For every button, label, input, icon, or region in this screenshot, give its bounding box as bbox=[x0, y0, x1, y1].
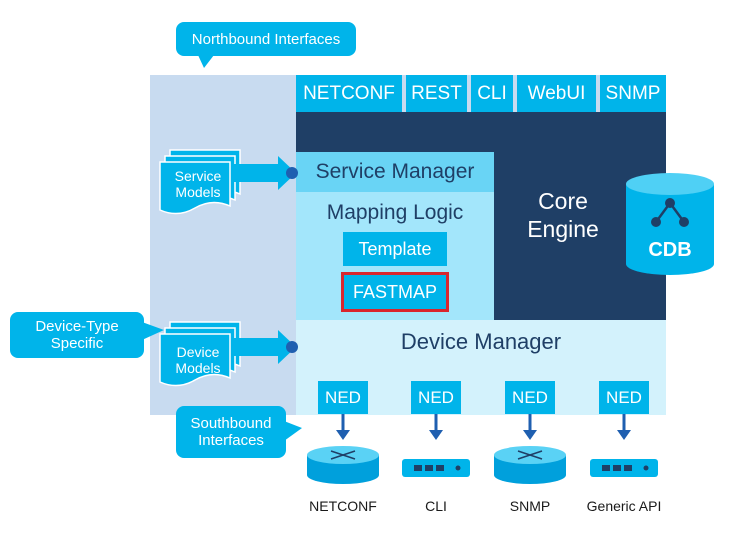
southbound-interfaces-callout: Southbound Interfaces bbox=[176, 406, 286, 458]
northbound-snmp: SNMP bbox=[600, 75, 666, 112]
cli-switch-icon bbox=[402, 459, 470, 477]
device-models-arrow bbox=[232, 330, 298, 364]
southbound-generic-api-label: Generic API bbox=[574, 496, 674, 516]
southbound-line2: Interfaces bbox=[198, 432, 264, 449]
southbound-cli-text: CLI bbox=[425, 498, 447, 514]
device-manager-label: Device Manager bbox=[296, 324, 666, 360]
fastmap-box: FASTMAP bbox=[341, 272, 449, 312]
northbound-callout-text: Northbound Interfaces bbox=[191, 30, 341, 48]
template-label: Template bbox=[358, 238, 432, 259]
ned-snmp-label: NED bbox=[512, 387, 548, 407]
ned-generic-api-label: NED bbox=[606, 387, 642, 407]
northbound-netconf: NETCONF bbox=[296, 75, 402, 112]
northbound-cli-label: CLI bbox=[477, 82, 507, 104]
northbound-snmp-label: SNMP bbox=[605, 82, 661, 104]
device-type-line1: Device-Type bbox=[35, 318, 119, 335]
ned-netconf: NED bbox=[318, 381, 368, 414]
generic-api-switch-icon bbox=[590, 459, 658, 477]
snmp-router-icon bbox=[494, 446, 566, 484]
southbound-netconf-text: NETCONF bbox=[309, 498, 377, 514]
service-models-arrow bbox=[232, 156, 298, 190]
southbound-generic-api-text: Generic API bbox=[586, 498, 662, 514]
ned-generic-api: NED bbox=[599, 381, 649, 414]
northbound-rest-label: REST bbox=[411, 82, 462, 104]
northbound-cli: CLI bbox=[471, 75, 513, 112]
northbound-netconf-label: NETCONF bbox=[303, 82, 395, 104]
service-models-label: Service Models bbox=[165, 163, 231, 205]
southbound-netconf-label: NETCONF bbox=[293, 496, 393, 516]
ned-down-arrows bbox=[336, 414, 631, 440]
southbound-snmp-text: SNMP bbox=[509, 498, 551, 514]
fastmap-label: FASTMAP bbox=[352, 281, 437, 302]
device-type-line2: Specific bbox=[50, 335, 104, 352]
mapping-logic-label: Mapping Logic bbox=[296, 198, 494, 228]
northbound-interfaces-callout: Northbound Interfaces bbox=[176, 22, 356, 56]
northbound-rest: REST bbox=[406, 75, 467, 112]
core-engine-line1: Core bbox=[538, 188, 588, 214]
northbound-callout-pointer bbox=[198, 55, 214, 68]
netconf-router-icon bbox=[307, 446, 379, 484]
cdb-text: CDB bbox=[648, 238, 692, 261]
northbound-webui: WebUI bbox=[517, 75, 596, 112]
device-type-specific-callout: Device-Type Specific bbox=[10, 312, 144, 358]
southbound-line1: Southbound bbox=[190, 415, 272, 432]
southbound-snmp-label: SNMP bbox=[490, 496, 570, 516]
template-box: Template bbox=[343, 232, 447, 266]
southbound-cli-label: CLI bbox=[396, 496, 476, 516]
core-engine-label: Core Engine bbox=[498, 180, 628, 250]
device-type-callout-pointer bbox=[142, 322, 164, 340]
northbound-webui-label: WebUI bbox=[527, 82, 586, 104]
device-models-line2: Models bbox=[175, 360, 221, 376]
service-models-line1: Service bbox=[174, 168, 222, 184]
service-models-line2: Models bbox=[175, 184, 221, 200]
device-models-line1: Device bbox=[176, 344, 220, 360]
service-manager: Service Manager bbox=[296, 152, 494, 192]
mapping-logic-text: Mapping Logic bbox=[326, 201, 464, 224]
ned-netconf-label: NED bbox=[325, 387, 361, 407]
device-models-label: Device Models bbox=[165, 339, 231, 381]
cdb-label: CDB bbox=[630, 236, 710, 264]
southbound-callout-pointer bbox=[284, 421, 302, 441]
ned-cli-label: NED bbox=[418, 387, 454, 407]
ned-snmp: NED bbox=[505, 381, 555, 414]
ned-cli: NED bbox=[411, 381, 461, 414]
core-engine-line2: Engine bbox=[527, 216, 599, 242]
device-manager-text: Device Manager bbox=[400, 329, 562, 354]
service-manager-label: Service Manager bbox=[315, 160, 475, 183]
cdb-database-icon bbox=[626, 173, 714, 275]
